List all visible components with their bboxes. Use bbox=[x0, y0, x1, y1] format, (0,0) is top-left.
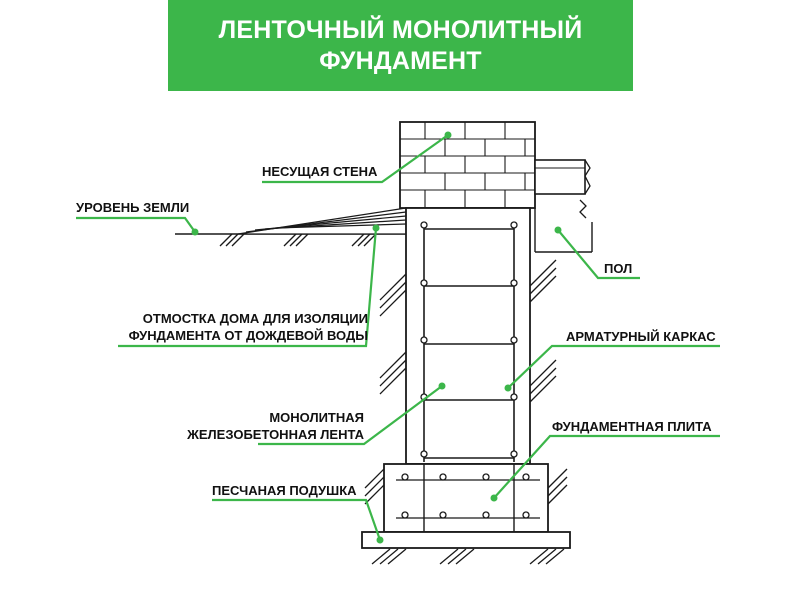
leader-lines bbox=[76, 134, 720, 541]
leader-dots bbox=[191, 131, 562, 544]
slab-rebar-dots bbox=[401, 473, 530, 519]
label-blind-area-line-2: ФУНДАМЕНТА ОТ ДОЖДЕВОЙ ВОДЫ bbox=[128, 328, 368, 343]
foundation-slab bbox=[383, 463, 549, 533]
label-floor: ПОЛ bbox=[604, 261, 633, 276]
concrete-strip bbox=[405, 207, 531, 465]
rebar-dots bbox=[420, 221, 518, 458]
sand-cushion bbox=[361, 531, 571, 549]
ground-hatch bbox=[219, 233, 568, 565]
label-strip-line-2: ЖЕЛЕЗОБЕТОННАЯ ЛЕНТА bbox=[187, 427, 364, 442]
blind-area bbox=[237, 207, 407, 235]
brick-wall bbox=[399, 121, 536, 209]
label-sand: ПЕСЧАНАЯ ПОДУШКА bbox=[212, 483, 357, 498]
label-blind-area-line-1: ОТМОСТКА ДОМА ДЛЯ ИЗОЛЯЦИИ bbox=[142, 311, 368, 326]
label-wall: НЕСУЩАЯ СТЕНА bbox=[262, 164, 378, 179]
title-line-2: ФУНДАМЕНТ bbox=[319, 46, 482, 75]
title-banner: ЛЕНТОЧНЫЙ МОНОЛИТНЫЙ ФУНДАМЕНТ bbox=[168, 0, 633, 91]
label-slab: ФУНДАМЕНТНАЯ ПЛИТА bbox=[552, 419, 712, 434]
label-ground: УРОВЕНЬ ЗЕМЛИ bbox=[76, 200, 190, 215]
label-rebar: АРМАТУРНЫЙ КАРКАС bbox=[566, 329, 716, 344]
title-line-1: ЛЕНТОЧНЫЙ МОНОЛИТНЫЙ bbox=[218, 15, 583, 44]
floor-slab bbox=[534, 159, 593, 253]
label-strip-line-1: МОНОЛИТНАЯ bbox=[269, 410, 364, 425]
